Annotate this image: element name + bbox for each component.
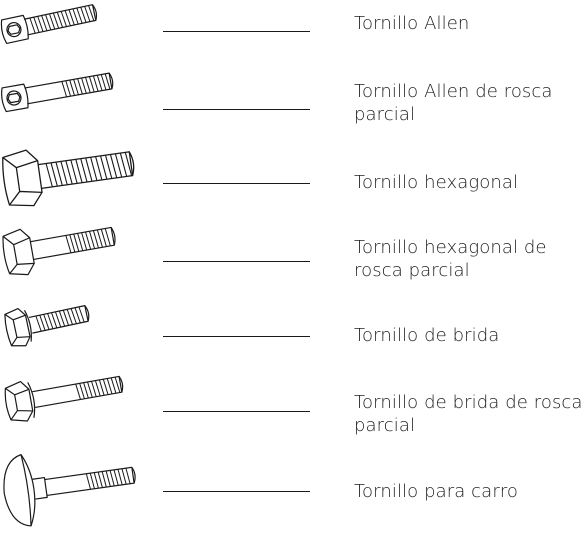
screw-label: Tornillo hexagonal de rosca parcial [354,237,547,281]
screw-label: Tornillo Allen de rosca parcial [354,81,553,125]
answer-line[interactable] [163,491,310,492]
partial-thread-flange-bolt-icon [0,370,160,450]
hex-bolt-icon [0,143,160,223]
answer-line[interactable] [163,411,310,412]
partial-thread-allen-screw-icon [0,72,160,158]
flange-bolt-icon [0,298,160,378]
screw-label: Tornillo de brida de rosca parcial [354,392,583,436]
answer-line[interactable] [163,109,310,110]
screw-label: Tornillo hexagonal [354,172,519,193]
answer-line[interactable] [163,336,310,337]
answer-line[interactable] [163,31,310,32]
screw-label: Tornillo Allen [354,13,470,34]
carriage-bolt-icon [0,450,160,530]
allen-screw-icon [0,0,160,80]
answer-line[interactable] [163,261,310,262]
answer-line[interactable] [163,183,310,184]
screw-label: Tornillo de brida [354,325,500,346]
screw-label: Tornillo para carro [354,481,519,502]
partial-thread-hex-bolt-icon [0,222,160,302]
